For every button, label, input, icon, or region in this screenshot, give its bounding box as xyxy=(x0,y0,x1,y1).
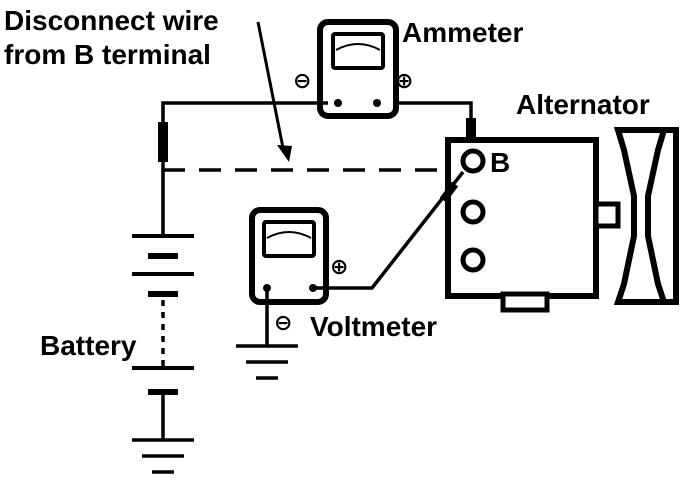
note-line-2: from B terminal xyxy=(4,39,211,70)
terminal-b-label: B xyxy=(490,147,510,178)
ammeter-positive-terminal xyxy=(373,99,381,107)
ammeter-negative-terminal xyxy=(334,99,342,107)
voltmeter-label: Voltmeter xyxy=(310,311,437,342)
b-terminal-connector xyxy=(466,118,476,144)
alternator xyxy=(445,127,679,313)
note-arrow xyxy=(256,21,292,162)
voltmeter-ground-icon xyxy=(236,290,298,380)
voltmeter-negative-terminal xyxy=(263,284,271,292)
battery-label: Battery xyxy=(40,330,137,361)
voltmeter-negative-icon: ⊖ xyxy=(274,311,292,336)
note-line-1: Disconnect wire xyxy=(4,5,219,36)
ammeter-negative-icon: ⊖ xyxy=(293,69,311,94)
voltmeter-lead xyxy=(313,170,465,290)
terminal-b xyxy=(460,148,486,174)
ammeter xyxy=(317,19,399,119)
alternator-label: Alternator xyxy=(516,89,650,120)
battery-icon xyxy=(132,232,194,440)
wire-connector xyxy=(158,122,168,162)
battery-ground-icon xyxy=(132,438,194,474)
voltmeter xyxy=(249,207,329,305)
ammeter-label: Ammeter xyxy=(402,17,523,48)
voltmeter-positive-icon: ⊕ xyxy=(330,255,348,280)
ammeter-positive-icon: ⊕ xyxy=(395,69,413,94)
voltmeter-probe xyxy=(439,181,459,203)
